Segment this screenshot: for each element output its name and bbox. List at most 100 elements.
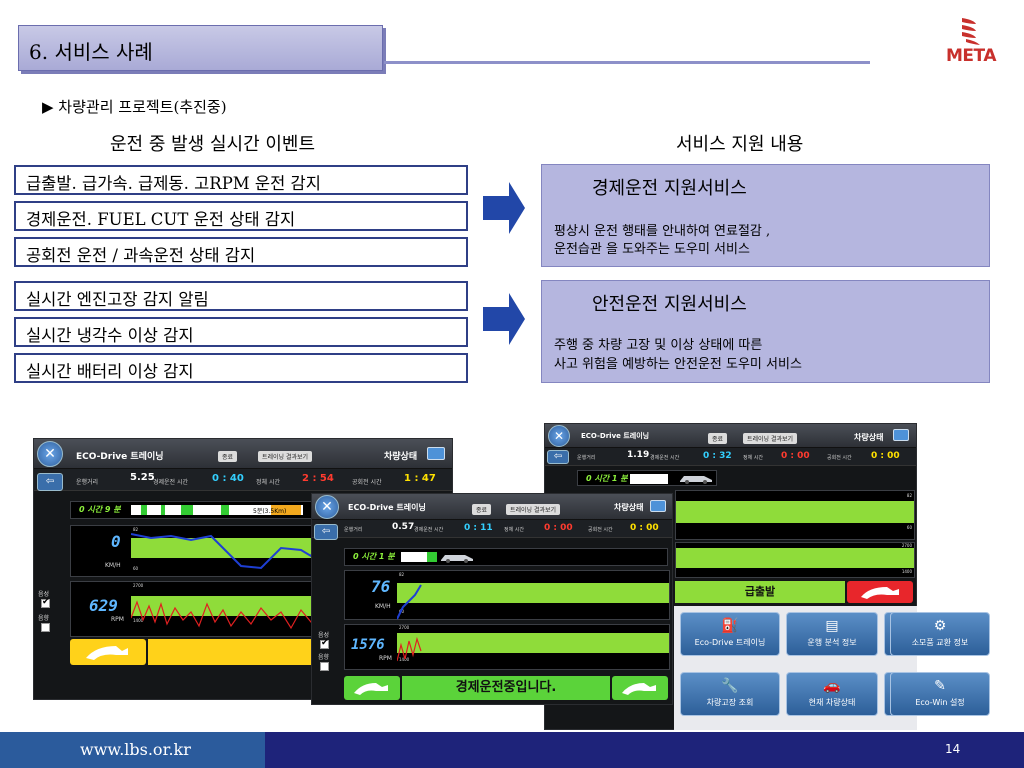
rpm-line xyxy=(131,600,352,630)
time-bar: 0 시간 1 분 xyxy=(577,470,717,486)
stop-time-value: 2 : 54 xyxy=(302,473,334,484)
idle-time-label: 공회전 시간 xyxy=(827,455,852,461)
music-checkbox[interactable] xyxy=(41,623,50,632)
speed-graph-panel: 82 60 xyxy=(675,490,915,540)
distance-label: 운행거리 xyxy=(76,479,99,486)
footer-url: www.lbs.or.kr xyxy=(0,732,265,768)
idle-time-label: 공회전 시간 xyxy=(588,527,613,533)
close-icon[interactable]: ✕ xyxy=(315,495,339,519)
end-button[interactable]: 종료 xyxy=(218,451,238,462)
event-box: 공회전 운전 / 과속운전 상태 감지 xyxy=(14,237,468,267)
close-icon[interactable]: ✕ xyxy=(37,441,63,467)
rpm-unit: RPM xyxy=(111,616,124,623)
service-desc-line: 사고 위험을 예방하는 안전운전 도우미 서비스 xyxy=(554,357,802,372)
eco-time-label: 경제운전 시간 xyxy=(650,455,680,461)
car-icon: 🚗 xyxy=(823,678,841,694)
speed-unit: KM/H xyxy=(375,603,391,610)
slide-title-box: 6. 서비스 사례 xyxy=(18,25,383,71)
app-title: ECO-Drive 트레이닝 xyxy=(581,432,650,440)
main-menu-visible: ⛽Eco-Drive 트레이닝 ▤운행 분석 정보 ⚙ 🔧차량고장 조회 🚗현재… xyxy=(674,606,917,730)
right-column-heading: 서비스 지원 내용 xyxy=(676,134,804,155)
car-state-icon[interactable] xyxy=(893,429,909,441)
menu-eco-drive-button[interactable]: ⛽Eco-Drive 트레이닝 xyxy=(680,612,780,656)
title-rule xyxy=(384,61,870,64)
idle-time-label: 공회전 시간 xyxy=(352,479,382,486)
time-bar: 0 시간 9 분 5분(3.5Km) xyxy=(70,501,312,519)
rpm-line xyxy=(397,636,422,662)
status-banner: 경제운전중입니다. xyxy=(402,676,610,700)
gears-icon: ⚙ xyxy=(933,618,947,634)
back-arrow-icon[interactable]: ⇦ xyxy=(37,473,63,491)
sound-checkbox[interactable] xyxy=(41,597,50,608)
rpm-value: 629 xyxy=(89,596,118,615)
close-icon[interactable]: ✕ xyxy=(548,425,570,447)
music-checkbox-label: 음향 xyxy=(38,615,50,622)
event-box: 경제운전. FUEL CUT 운전 상태 감지 xyxy=(14,201,468,231)
menu-eco-win-button[interactable]: ✎ Eco-Win 설정 xyxy=(890,672,990,716)
back-arrow-icon[interactable]: ⇦ xyxy=(547,450,569,464)
service-desc-line: 평상시 운전 행태를 안내하여 연료절감 , xyxy=(554,224,771,239)
menu-consumables-button[interactable]: ⚙ 소모품 교환 정보 xyxy=(890,612,990,656)
speed-unit: KM/H xyxy=(105,562,121,569)
service-desc-line: 주행 중 차량 고장 및 이상 상태에 따른 xyxy=(554,338,763,353)
menu-drive-analysis-button[interactable]: ▤운행 분석 정보 xyxy=(786,612,878,656)
rpm-graph-panel: 2700 1400 xyxy=(675,542,915,578)
eco-time-value: 0 : 32 xyxy=(703,451,732,461)
event-box: 급출발. 급가속. 급제동. 고RPM 운전 감지 xyxy=(14,165,468,195)
idle-time-value: 0 : 00 xyxy=(871,451,900,461)
stat-bar: 운행거리 5.25 경제운전 시간 0 : 40 정체 시간 2 : 54 공회… xyxy=(34,469,452,491)
speed-line xyxy=(397,584,422,620)
eco-time-value: 0 : 11 xyxy=(464,523,493,533)
stat-bar: 운행거리 1.19 경제운전 시간 0 : 32 정체 시간 0 : 00 공회… xyxy=(545,448,916,466)
training-result-button[interactable]: 트레이닝 결과보기 xyxy=(743,433,798,444)
car-state-icon[interactable] xyxy=(650,500,666,512)
app-topbar: ✕ ECO-Drive 트레이닝 종료 트레이닝 결과보기 차량상태 xyxy=(312,494,672,520)
eco-app-screen-middle: ✕ ECO-Drive 트레이닝 종료 트레이닝 결과보기 차량상태 운행거리 … xyxy=(311,493,673,705)
sound-checkbox[interactable] xyxy=(320,638,329,649)
app-topbar: ✕ ECO-Drive 트레이닝 종료 트레이닝 결과보기 차량상태 xyxy=(34,439,452,469)
fuel-nozzle-icon xyxy=(344,676,400,700)
slide-title: 6. 서비스 사례 xyxy=(29,40,153,64)
app-topbar: ✕ ECO-Drive 트레이닝 종료 트레이닝 결과보기 차량상태 xyxy=(545,424,916,448)
speed-value: 76 xyxy=(371,577,391,596)
service-title: 경제운전 지원서비스 xyxy=(592,178,747,199)
end-button[interactable]: 종료 xyxy=(472,504,492,515)
car-state-label: 차량상태 xyxy=(614,503,644,512)
back-arrow-icon[interactable]: ⇦ xyxy=(314,524,338,540)
fuel-nozzle-icon xyxy=(70,639,146,665)
idle-time-value: 1 : 47 xyxy=(404,473,436,484)
car-state-label: 차량상태 xyxy=(384,452,418,462)
elapsed-time: 0 시간 1 분 xyxy=(353,552,395,561)
meta-logo-mark-icon xyxy=(962,18,980,45)
pencil-icon: ✎ xyxy=(934,678,946,694)
end-button[interactable]: 종료 xyxy=(708,433,728,444)
menu-fault-lookup-button[interactable]: 🔧차량고장 조회 xyxy=(680,672,780,716)
elapsed-time: 0 시간 9 분 xyxy=(79,505,121,514)
event-box: 실시간 배터리 이상 감지 xyxy=(14,353,468,383)
eco-time-label: 경제운전 시간 xyxy=(414,527,444,533)
wrench-icon: 🔧 xyxy=(721,678,739,694)
rpm-value: 1576 xyxy=(351,637,385,653)
car-icon xyxy=(441,555,473,563)
eco-time-value: 0 : 40 xyxy=(212,473,244,484)
car-state-label: 차량상태 xyxy=(854,433,884,442)
car-state-icon[interactable] xyxy=(427,447,445,460)
distance-value: 1.19 xyxy=(627,450,650,460)
distance-label: 운행거리 xyxy=(344,527,363,533)
training-result-button[interactable]: 트레이닝 결과보기 xyxy=(506,504,561,515)
app-title: ECO-Drive 트레이닝 xyxy=(348,503,426,512)
app-title: ECO-Drive 트레이닝 xyxy=(76,452,164,462)
right-arrow-icon xyxy=(483,182,525,234)
target-distance-label: 5분(3.5Km) xyxy=(253,508,287,515)
music-checkbox[interactable] xyxy=(320,662,329,671)
distance-label: 운행거리 xyxy=(577,455,596,461)
eco-service-box: 경제운전 지원서비스 평상시 운전 행태를 안내하여 연료절감 , 운전습관 을… xyxy=(541,164,990,267)
menu-car-status-button[interactable]: 🚗현재 차량상태 xyxy=(786,672,878,716)
training-result-button[interactable]: 트레이닝 결과보기 xyxy=(258,451,313,462)
sound-checkbox-label: 음성 xyxy=(38,591,50,598)
speed-graph-panel: 76 KM/H 82 60 xyxy=(344,570,670,620)
fuel-nozzle-icon: ⛽ xyxy=(721,618,739,634)
report-icon: ▤ xyxy=(825,618,839,634)
rpm-graph-panel: 1576 RPM 2700 1400 xyxy=(344,624,670,670)
distance-value: 0.57 xyxy=(392,522,415,532)
